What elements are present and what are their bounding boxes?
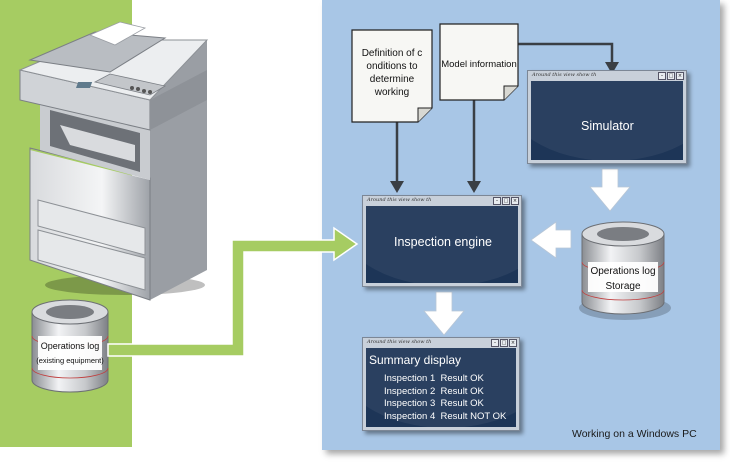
engine-to-summary-arrow xyxy=(423,291,465,336)
inspection-name: Inspection 1 xyxy=(384,373,436,384)
copier-illustration xyxy=(18,21,209,301)
storage-db-title: Operations log xyxy=(590,266,656,277)
window-titlebar[interactable]: Around this view show th – □ × xyxy=(528,71,686,81)
model-document-shape xyxy=(439,23,519,101)
inspection-result: Result OK xyxy=(440,373,484,384)
log-transfer-arrow xyxy=(107,226,359,357)
window-title: Around this view show th xyxy=(532,72,597,78)
existing-db-subtitle: (existing equipment) xyxy=(36,356,104,365)
conditions-document-shape xyxy=(351,29,433,123)
existing-db-label: Operations log (existing equipment) xyxy=(32,340,108,367)
existing-db-title: Operations log xyxy=(40,341,100,351)
minimize-icon[interactable]: – xyxy=(658,72,666,80)
existing-operations-log-db xyxy=(31,299,109,393)
minimize-icon[interactable]: – xyxy=(491,339,499,347)
pc-caption: Working on a Windows PC xyxy=(572,428,697,440)
summary-row: Inspection 2 Result OK xyxy=(384,386,506,399)
window-titlebar[interactable]: Around this view show th – □ × xyxy=(363,338,519,348)
close-icon[interactable]: × xyxy=(511,197,519,205)
connector-arrows xyxy=(395,42,614,183)
inspection-result: Result NOT OK xyxy=(440,410,507,422)
summary-row: Inspection 1 Result OK xyxy=(384,373,506,386)
conditions-document: Definition of c onditions to determine w… xyxy=(361,48,423,98)
close-icon[interactable]: × xyxy=(676,72,684,80)
summary-title: Summary display xyxy=(369,353,462,367)
maximize-icon[interactable]: □ xyxy=(667,72,675,80)
arrow-head xyxy=(467,181,481,193)
simulator-window[interactable]: Around this view show th – □ × Simulator xyxy=(527,70,687,164)
inspection-name: Inspection 3 xyxy=(384,398,436,409)
summary-row: Inspection 4 Result NOT OK xyxy=(384,411,506,424)
summary-results-list: Inspection 1 Result OK Inspection 2 Resu… xyxy=(384,373,506,423)
summary-display-window[interactable]: Around this view show th – □ × Summary d… xyxy=(362,337,520,431)
summary-row: Inspection 3 Result OK xyxy=(384,398,506,411)
inspection-result: Result OK xyxy=(440,385,484,397)
maximize-icon[interactable]: □ xyxy=(500,339,508,347)
window-title: Around this view show th xyxy=(367,339,432,345)
inspection-engine-label: Inspection engine xyxy=(394,235,492,249)
simulator-to-storage-arrow xyxy=(589,168,631,212)
inspection-result: Result OK xyxy=(440,398,484,409)
arrow-head xyxy=(390,181,404,193)
model-information-document: Model information xyxy=(441,59,517,70)
storage-db-subtitle: Storage xyxy=(605,281,641,292)
window-title: Around this view show th xyxy=(367,197,432,203)
simulator-label: Simulator xyxy=(581,119,634,133)
arrow-head xyxy=(605,62,619,74)
close-icon[interactable]: × xyxy=(509,339,517,347)
storage-db-label: Operations log Storage xyxy=(582,265,664,293)
inspection-name: Inspection 4 xyxy=(384,410,436,422)
maximize-icon[interactable]: □ xyxy=(502,197,510,205)
inspection-engine-window[interactable]: Around this view show th – □ × Inspectio… xyxy=(362,195,522,287)
inspection-name: Inspection 2 xyxy=(384,385,436,397)
storage-operations-log-db xyxy=(579,221,671,320)
storage-to-engine-arrow xyxy=(530,221,572,259)
minimize-icon[interactable]: – xyxy=(493,197,501,205)
window-titlebar[interactable]: Around this view show th – □ × xyxy=(363,196,521,206)
